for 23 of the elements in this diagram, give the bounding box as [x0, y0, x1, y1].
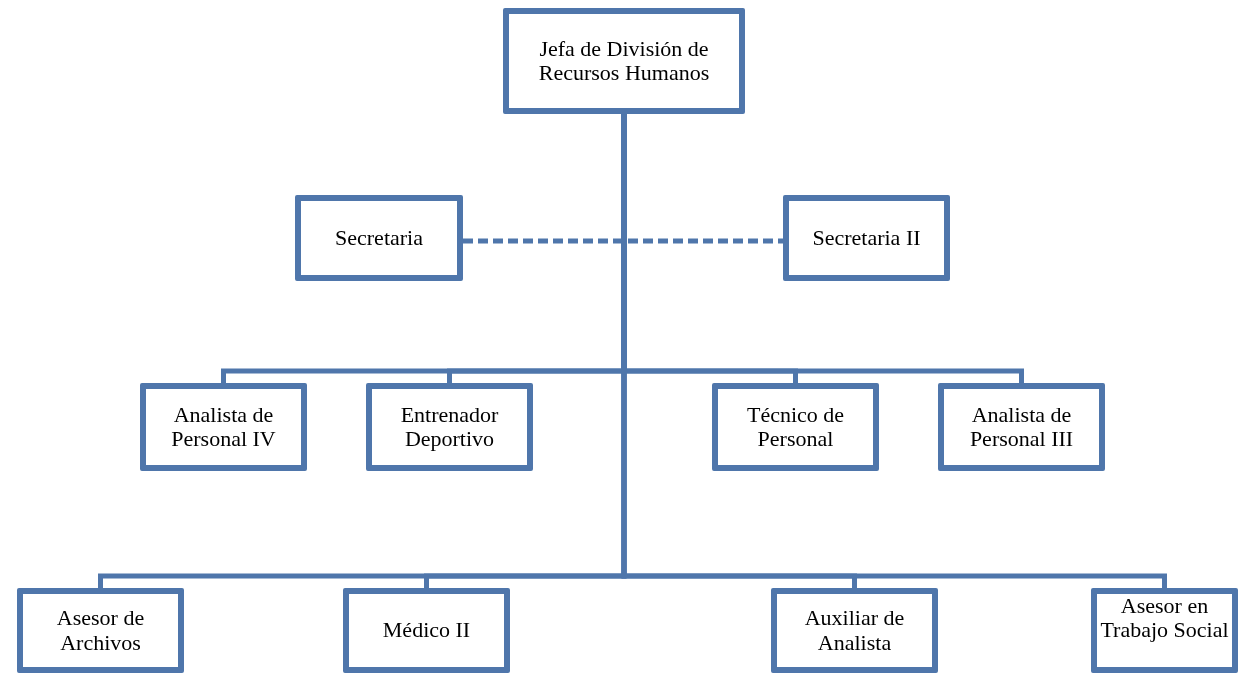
position-title: Técnico de Personal — [745, 402, 846, 452]
position-title: Secretaria — [335, 225, 423, 251]
position-box — [938, 383, 1105, 471]
position-box — [295, 195, 463, 281]
position-title: Jefa de División de Recursos Humanos — [537, 36, 711, 86]
dashed-connector — [463, 238, 783, 244]
position-box — [1091, 588, 1238, 673]
position-box — [783, 195, 950, 281]
position-title: Asesor de Archivos — [55, 606, 146, 655]
position-box — [503, 8, 745, 114]
position-title: Analista de Personal III — [968, 402, 1075, 452]
position-title: Auxiliar de Analista — [803, 606, 906, 655]
position-title: Secretaria II — [812, 225, 921, 251]
position-box — [771, 588, 938, 673]
position-box — [17, 588, 184, 673]
position-title: Asesor en Trabajo Social — [1099, 594, 1230, 643]
position-box — [366, 383, 533, 471]
position-title: Analista de Personal IV — [170, 402, 277, 452]
position-box — [140, 383, 307, 471]
position-title: Entrenador Deportivo — [399, 402, 500, 452]
position-box — [712, 383, 879, 471]
position-title: Médico II — [382, 618, 471, 643]
position-box — [343, 588, 510, 673]
